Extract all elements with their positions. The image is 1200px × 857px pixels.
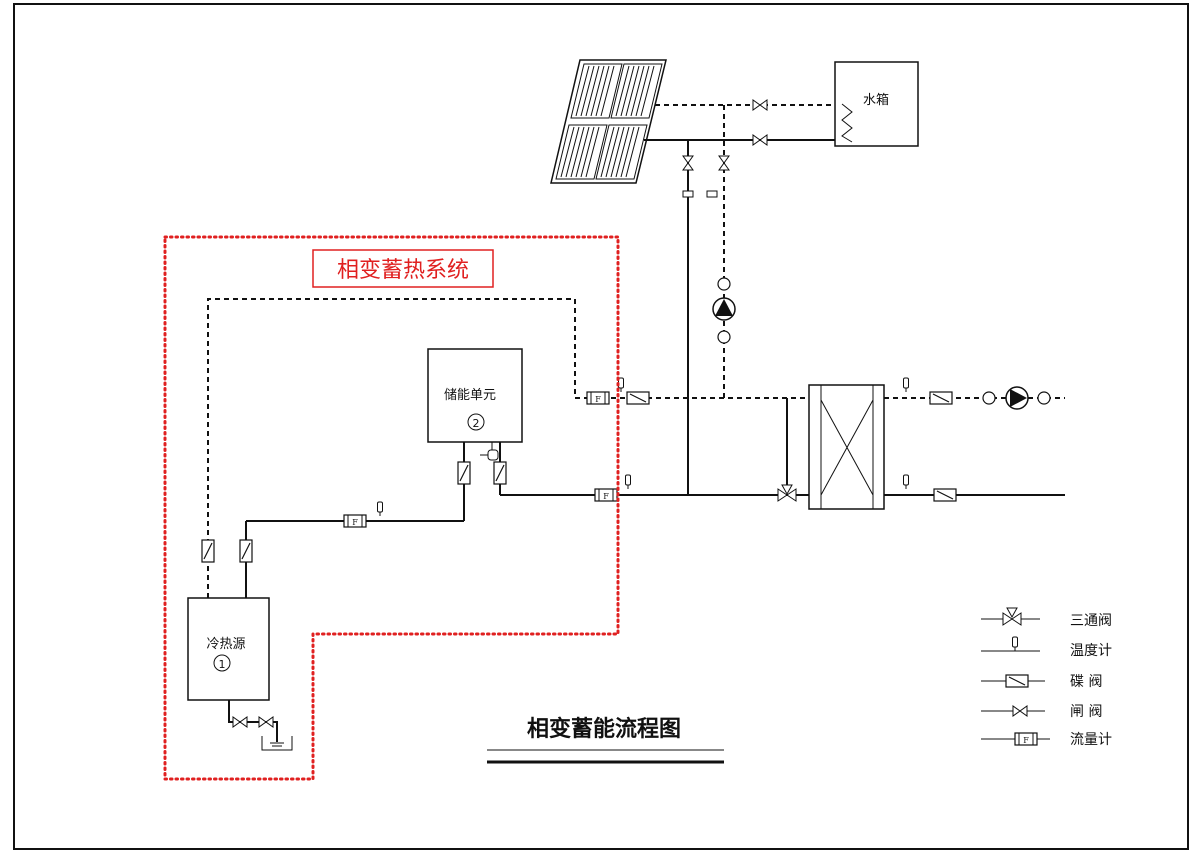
butterfly-valve-icon <box>457 461 471 485</box>
legend-gate-valve-icon <box>981 705 1045 717</box>
flow-meter-icon <box>343 514 367 528</box>
heat-source-unit: 冷热源 1 <box>187 597 270 701</box>
source-return-pipe <box>207 298 576 598</box>
water-tank-label: 水箱 <box>863 92 889 108</box>
heat-source-number: 1 <box>219 658 226 671</box>
secondary-pump <box>982 386 1051 410</box>
butterfly-valve-icon <box>239 539 253 563</box>
legend-flow-meter-icon <box>981 732 1050 746</box>
gate-valve-icon <box>682 155 694 171</box>
storage-unit-label: 储能单元 <box>444 388 496 403</box>
storage-unit: 储能单元 2 <box>427 348 523 443</box>
legend-label: 三通阀 <box>1070 613 1112 629</box>
gate-valve-icon <box>718 155 730 171</box>
drain-assembly <box>228 700 293 751</box>
three-way-valve-icon <box>777 484 797 502</box>
system-label: 相变蓄热系统 <box>337 258 469 283</box>
legend-thermometer-icon <box>981 636 1040 652</box>
riser-pump <box>712 277 736 344</box>
gate-valve-icon <box>752 134 768 146</box>
flow-meter-icon <box>594 488 618 502</box>
butterfly-valve-icon <box>201 539 215 563</box>
flow-meter-icon <box>586 391 610 405</box>
sensor-icon <box>682 190 694 198</box>
legend-label: 流量计 <box>1070 732 1112 748</box>
legend-label: 碟 阀 <box>1070 674 1102 690</box>
butterfly-valve-icon <box>933 488 957 502</box>
system-boundary <box>163 235 620 781</box>
legend-label: 闸 阀 <box>1070 704 1102 720</box>
legend: 三通阀 温度计 碟 阀 闸 阀 流量计 <box>981 607 1112 748</box>
gate-valve-icon <box>752 99 768 111</box>
storage-unit-number: 2 <box>473 417 480 430</box>
diagram-title-block: 相变蓄能流程图 <box>487 716 724 764</box>
butterfly-valve-icon <box>493 461 507 485</box>
thermometer-icon <box>903 377 909 393</box>
legend-three-way-valve-icon <box>981 607 1040 626</box>
sensor-icon <box>480 442 499 461</box>
butterfly-valve-icon <box>929 391 953 405</box>
sensor-icon <box>706 190 718 198</box>
legend-label: 温度计 <box>1070 643 1112 659</box>
solar-collector <box>550 59 667 184</box>
thermometer-icon <box>377 501 383 517</box>
frame-border <box>13 3 1189 850</box>
heat-exchanger <box>808 384 885 510</box>
legend-butterfly-valve-icon <box>981 674 1045 688</box>
thermometer-icon <box>625 474 631 490</box>
diagram-title: 相变蓄能流程图 <box>527 716 681 742</box>
butterfly-valve-icon <box>626 391 650 405</box>
thermometer-icon <box>903 474 909 490</box>
system-label-box: 相变蓄热系统 <box>312 249 494 288</box>
water-tank: 水箱 <box>834 61 919 147</box>
heat-source-label: 冷热源 <box>206 637 245 652</box>
